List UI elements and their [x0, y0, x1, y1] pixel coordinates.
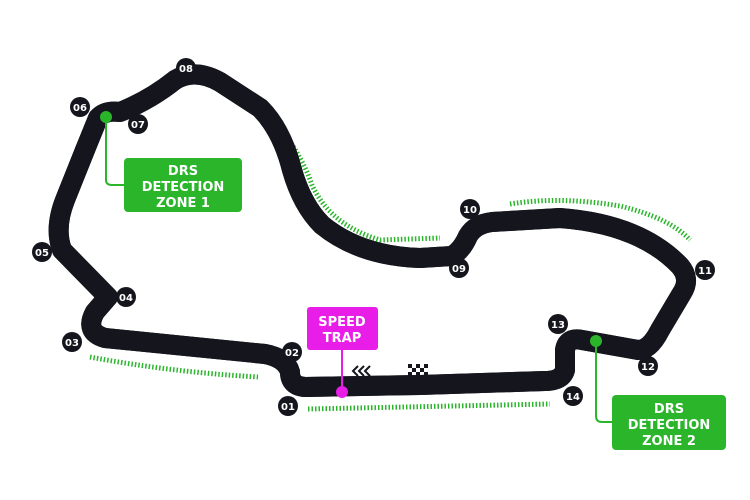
svg-text:DETECTION: DETECTION: [142, 180, 225, 195]
turn-marker-08: 08: [176, 58, 196, 78]
drs-detection-zone-2-label: DRS DETECTION ZONE 2: [612, 395, 726, 450]
turn-number: 11: [698, 266, 712, 277]
turn-number: 12: [641, 362, 655, 373]
turn-marker-10: 10: [460, 199, 480, 219]
turn-marker-01: 01: [278, 396, 298, 416]
turn-marker-13: 13: [548, 314, 568, 334]
turn-number: 01: [281, 402, 295, 413]
drs-zone-marker: [268, 114, 441, 243]
turn-marker-02: 02: [282, 342, 302, 362]
drs-zone-marker: [509, 197, 692, 242]
svg-text:DRS: DRS: [168, 164, 198, 179]
drs-1-connector: [105, 117, 124, 186]
turn-number: 14: [566, 392, 580, 403]
turn-marker-06: 06: [70, 97, 90, 117]
svg-text:SPEED: SPEED: [318, 315, 366, 330]
turn-number: 07: [131, 120, 145, 131]
chevrons-left-icon: [351, 365, 371, 377]
turn-marker-11: 11: [695, 260, 715, 280]
turn-number: 13: [551, 320, 565, 331]
speed-trap-point: [336, 386, 348, 398]
svg-text:TRAP: TRAP: [323, 331, 361, 346]
svg-text:ZONE 2: ZONE 2: [642, 434, 696, 449]
turn-number: 06: [73, 103, 87, 114]
drs-2-connector: [595, 341, 612, 423]
turn-marker-03: 03: [62, 332, 82, 352]
turn-number: 10: [463, 205, 477, 216]
turn-number: 03: [65, 338, 79, 349]
turn-marker-12: 12: [638, 356, 658, 376]
turn-number: 04: [119, 293, 133, 304]
drs-2-detection-point: [590, 335, 602, 347]
drs-detection-zone-1-label: DRS DETECTION ZONE 1: [124, 158, 242, 212]
turn-marker-04: 04: [116, 287, 136, 307]
turn-number: 02: [285, 348, 299, 359]
turn-number: 05: [35, 248, 49, 259]
turn-number: 09: [452, 264, 466, 275]
drs-1-detection-point: [100, 111, 112, 123]
drs-zone-marker: [307, 401, 551, 412]
turn-marker-14: 14: [563, 386, 583, 406]
turn-marker-09: 09: [449, 258, 469, 278]
speed-trap-label: SPEED TRAP: [307, 307, 378, 350]
turn-marker-07: 07: [128, 114, 148, 134]
checkered-flag-icon: [408, 364, 428, 376]
svg-text:DETECTION: DETECTION: [628, 418, 711, 433]
svg-text:DRS: DRS: [654, 402, 684, 417]
turn-number: 08: [179, 64, 193, 75]
turn-marker-05: 05: [32, 242, 52, 262]
svg-text:ZONE 1: ZONE 1: [156, 196, 210, 211]
